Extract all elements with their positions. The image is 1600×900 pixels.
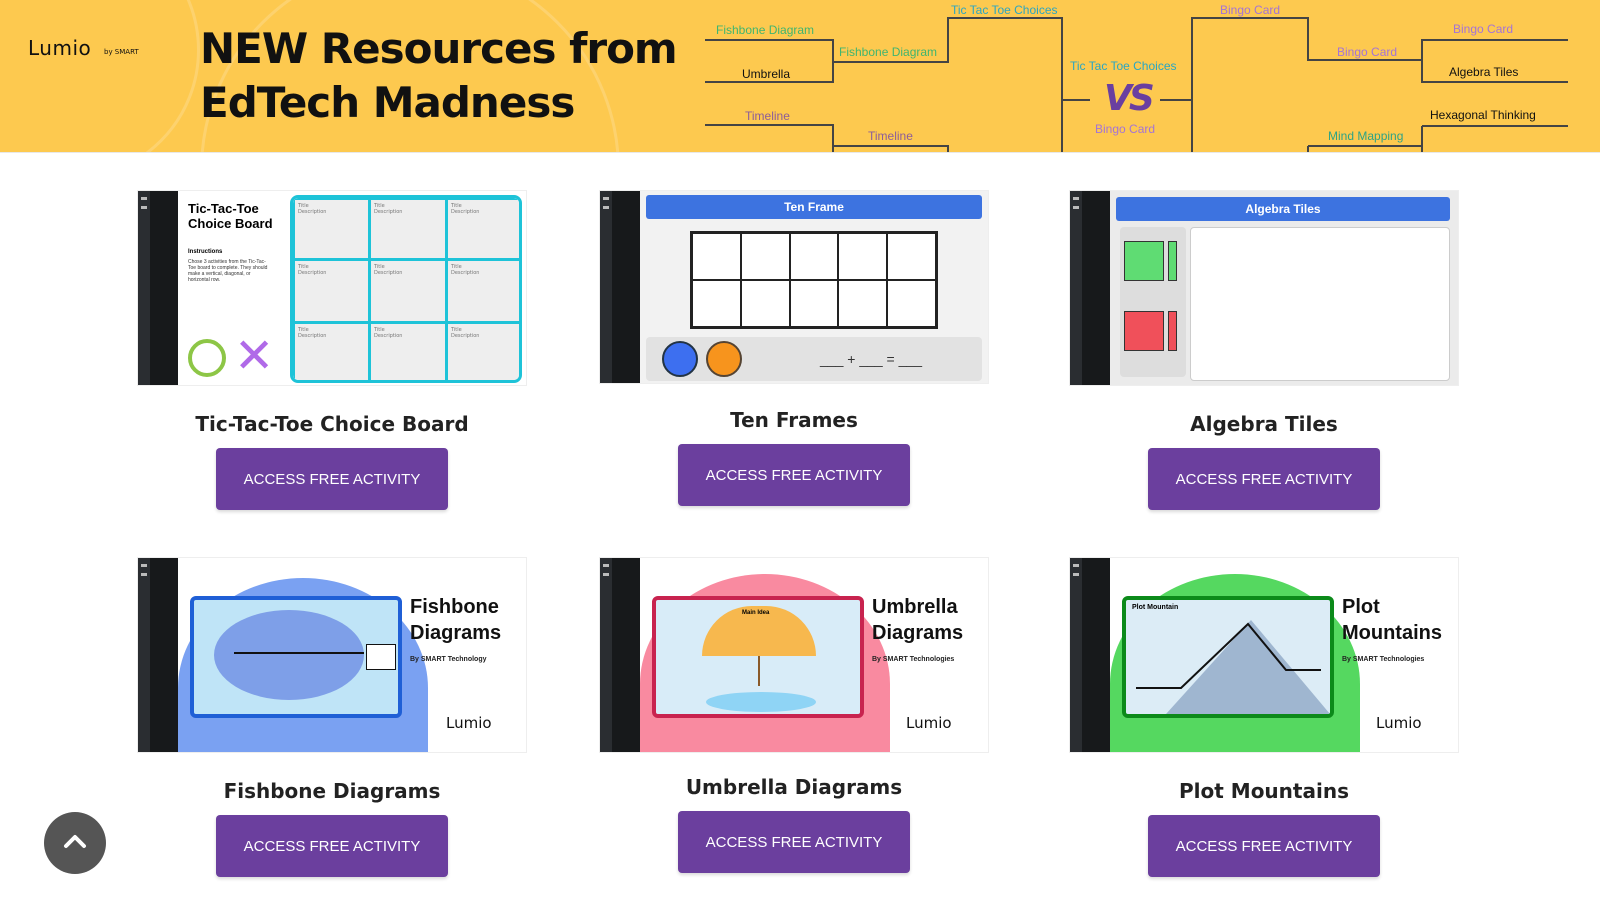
thumb-byline: By SMART Technology bbox=[410, 656, 487, 663]
bracket-entry: Timeline bbox=[745, 109, 790, 123]
bracket-entry: Fishbone Diagram bbox=[716, 23, 815, 37]
access-free-activity-button[interactable]: ACCESS FREE ACTIVITY bbox=[216, 815, 448, 877]
bracket-entry: Mind Mapping bbox=[1328, 129, 1404, 143]
activity-thumbnail[interactable]: Ten Frame ___ + ___ = ___ bbox=[599, 190, 989, 384]
toolbar bbox=[138, 191, 150, 385]
bracket-finalist: Tic Tac Toe Choices bbox=[1070, 59, 1177, 73]
x-tile[interactable] bbox=[1168, 241, 1177, 281]
header-banner: Lumio by SMART NEW Resources from EdTech… bbox=[0, 0, 1600, 153]
workspace[interactable] bbox=[1190, 227, 1450, 381]
vs-badge: VS bbox=[1104, 78, 1155, 119]
card-title: Plot Mountains bbox=[1179, 779, 1349, 803]
bracket-entry: Fishbone Diagram bbox=[839, 45, 938, 59]
logo-text: Lumio bbox=[28, 36, 92, 60]
bracket-finalist: Bingo Card bbox=[1095, 122, 1156, 136]
access-free-activity-button[interactable]: ACCESS FREE ACTIVITY bbox=[1148, 815, 1380, 877]
bracket-entry: Hexagonal Thinking bbox=[1430, 108, 1536, 122]
neg-x-squared-tile[interactable] bbox=[1124, 311, 1164, 351]
bracket-entry: Tic Tac Toe Choices bbox=[951, 3, 1058, 17]
thumb-byline: By SMART Technologies bbox=[1342, 656, 1425, 663]
neg-x-tile[interactable] bbox=[1168, 311, 1177, 351]
equation: ___ + ___ = ___ bbox=[820, 351, 922, 367]
thumb-heading: Fishbone Diagrams bbox=[410, 596, 502, 644]
fishbone-diagram bbox=[190, 596, 402, 718]
ten-frame-grid bbox=[690, 231, 938, 329]
activity-thumbnail[interactable]: Main Idea Umbrella Diagrams By SMART Tec… bbox=[599, 557, 989, 753]
card-title: Ten Frames bbox=[730, 408, 858, 432]
card-umbrella: Main Idea Umbrella Diagrams By SMART Tec… bbox=[594, 557, 994, 873]
thumb-heading: Umbrella Diagrams bbox=[872, 596, 964, 644]
thumb-header: Ten Frame bbox=[646, 195, 982, 219]
access-free-activity-button[interactable]: ACCESS FREE ACTIVITY bbox=[1148, 448, 1380, 510]
circle-icon bbox=[188, 339, 226, 377]
activity-thumbnail[interactable]: Algebra Tiles bbox=[1069, 190, 1459, 386]
chevron-up-icon bbox=[64, 835, 86, 848]
card-algebra-tiles: Algebra Tiles Algebra Tiles ACCESS FREE … bbox=[1064, 190, 1464, 510]
orange-counter-icon[interactable] bbox=[706, 341, 742, 377]
title-line-2: EdTech Madness bbox=[200, 78, 575, 127]
access-free-activity-button[interactable]: ACCESS FREE ACTIVITY bbox=[678, 444, 910, 506]
lumio-logo: Lumio bbox=[906, 714, 952, 732]
bracket-entry: Bingo Card bbox=[1220, 3, 1281, 17]
lumio-logo: Lumio bbox=[1376, 714, 1422, 732]
umbrella-diagram: Main Idea bbox=[652, 596, 864, 718]
bracket-entry: Bingo Card bbox=[1337, 45, 1398, 59]
lumio-logo: Lumio bbox=[446, 714, 492, 732]
card-title: Umbrella Diagrams bbox=[685, 775, 903, 799]
thumb-header: Algebra Tiles bbox=[1116, 197, 1450, 221]
x-icon: ✕ bbox=[234, 328, 275, 384]
activity-thumbnail[interactable]: Fishbone Diagrams By SMART Technology Lu… bbox=[137, 557, 527, 753]
lumio-logo[interactable]: Lumio by SMART bbox=[28, 24, 148, 64]
card-tic-tac-toe: Tic-Tac-Toe Choice Board Instructions Ch… bbox=[132, 190, 532, 510]
bracket-entry: Algebra Tiles bbox=[1449, 65, 1519, 79]
card-plot-mountains: Plot Mountain Plot Mountains By SMART Te… bbox=[1064, 557, 1464, 877]
page-title: NEW Resources from EdTech Madness bbox=[200, 22, 678, 130]
card-ten-frames: Ten Frame ___ + ___ = ___ Ten Frames ACC… bbox=[594, 190, 994, 506]
activity-thumbnail[interactable]: Plot Mountain Plot Mountains By SMART Te… bbox=[1069, 557, 1459, 753]
activity-thumbnail[interactable]: Tic-Tac-Toe Choice Board Instructions Ch… bbox=[137, 190, 527, 386]
thumb-heading: Plot Mountains bbox=[1342, 596, 1442, 644]
card-fishbone: Fishbone Diagrams By SMART Technology Lu… bbox=[132, 557, 532, 877]
access-free-activity-button[interactable]: ACCESS FREE ACTIVITY bbox=[678, 811, 910, 873]
title-line-1: NEW Resources from bbox=[200, 24, 678, 73]
card-title: Tic-Tac-Toe Choice Board bbox=[195, 412, 469, 436]
blue-counter-icon[interactable] bbox=[662, 341, 698, 377]
scroll-to-top-button[interactable] bbox=[44, 812, 106, 874]
bracket-entry: Bingo Card bbox=[1453, 22, 1514, 36]
x-squared-tile[interactable] bbox=[1124, 241, 1164, 281]
access-free-activity-button[interactable]: ACCESS FREE ACTIVITY bbox=[216, 448, 448, 510]
thumb-instructions-label: Instructions bbox=[188, 249, 223, 255]
card-title: Fishbone Diagrams bbox=[223, 779, 441, 803]
thumb-byline: By SMART Technologies bbox=[872, 656, 955, 663]
plot-mountain-diagram: Plot Mountain bbox=[1122, 596, 1334, 718]
bracket-entry: Umbrella bbox=[742, 67, 791, 81]
card-title: Algebra Tiles bbox=[1190, 412, 1338, 436]
main-idea-label: Main Idea bbox=[742, 610, 770, 616]
logo-by-text: by SMART bbox=[104, 48, 139, 56]
plot-mountain-label: Plot Mountain bbox=[1132, 604, 1179, 611]
thumb-instructions: Chose 3 activities from the Tic-Tac-Toe … bbox=[188, 259, 268, 283]
bracket-lines bbox=[705, 17, 1568, 152]
bracket-entry: Timeline bbox=[868, 129, 913, 143]
thumb-title: Tic-Tac-Toe Choice Board bbox=[188, 201, 273, 231]
